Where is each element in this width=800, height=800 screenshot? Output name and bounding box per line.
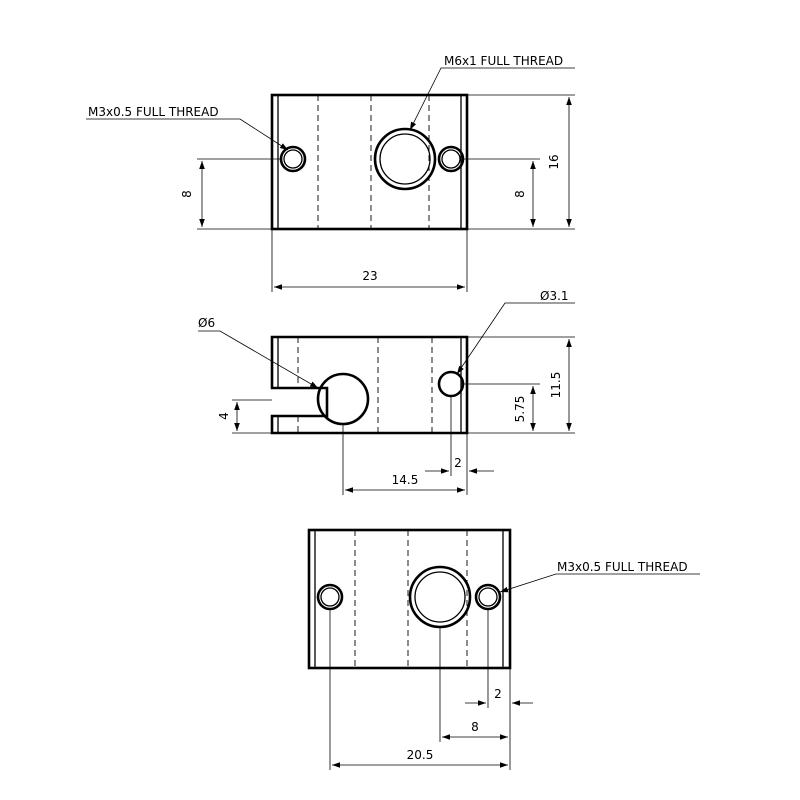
dim-4: 4 (217, 412, 231, 420)
dia-3-1-label: Ø3.1 (540, 289, 569, 303)
top-view-m6-hole (373, 127, 437, 191)
dim-20-5: 20.5 (407, 748, 434, 762)
front-view-block-outline (307, 528, 512, 670)
dim-8-bottom: 8 (471, 720, 479, 734)
dia-6-label: Ø6 (198, 316, 215, 330)
side-view-3-1-hole (437, 370, 465, 398)
view-side: Ø3.1 Ø6 4 5.75 11.5 2 14.5 (198, 289, 575, 495)
view-front: M3x0.5 FULL THREAD 2 8 20.5 (307, 528, 700, 770)
dim-14-5: 14.5 (392, 473, 419, 487)
dim-8-right: 8 (513, 190, 527, 198)
m3-thread-label-bottom: M3x0.5 FULL THREAD (557, 560, 688, 574)
dim-11-5: 11.5 (549, 372, 563, 399)
dim-16: 16 (547, 154, 561, 169)
dim-23: 23 (362, 269, 377, 283)
side-view-block-outline (270, 335, 469, 435)
front-view-center-bore (408, 565, 472, 629)
side-view-6mm-bore (316, 372, 370, 426)
dim-2-bottom: 2 (494, 687, 502, 701)
dim-2-mid: 2 (454, 456, 462, 470)
view-top: M3x0.5 FULL THREAD M6x1 FULL THREAD 8 8 … (86, 54, 575, 292)
top-view-block-outline (270, 93, 469, 231)
dim-5-75: 5.75 (513, 396, 527, 423)
m3-thread-label-top: M3x0.5 FULL THREAD (88, 105, 219, 119)
dim-8-left: 8 (180, 190, 194, 198)
m6-thread-label: M6x1 FULL THREAD (444, 54, 563, 68)
